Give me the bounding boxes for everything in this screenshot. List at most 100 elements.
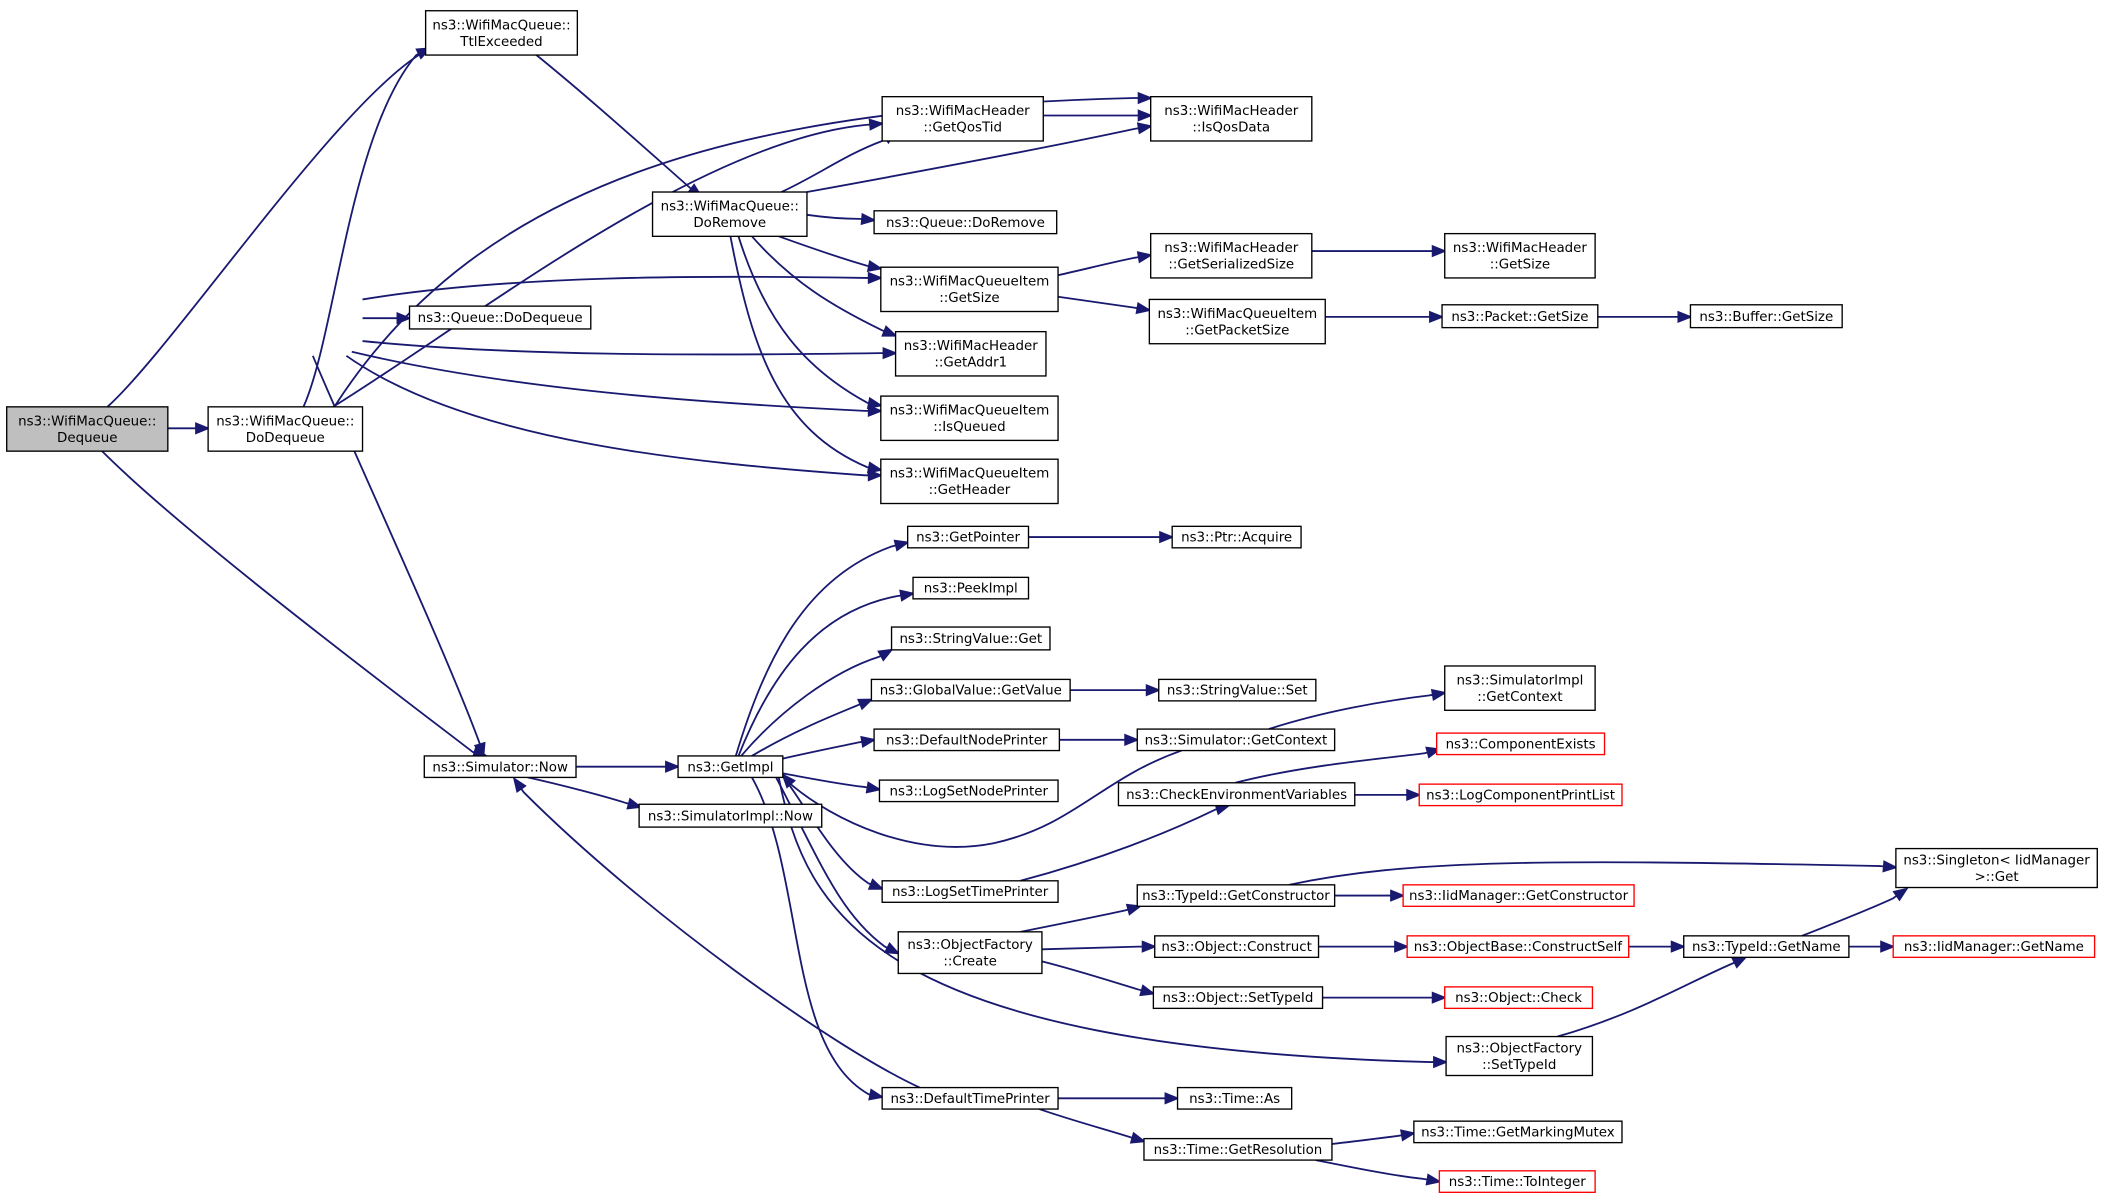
node-box[interactable] [870,678,1071,702]
graph-node-n17[interactable]: ns3::WifiMacQueueItem::GetHeader [880,458,1059,505]
graph-node-n13[interactable]: ns3::Buffer::GetSize [1689,304,1843,329]
graph-node-n24[interactable]: ns3::GlobalValue::GetValue [870,678,1071,702]
node-box[interactable] [207,406,364,452]
node-box[interactable] [1171,525,1302,549]
node-box[interactable] [1683,935,1850,959]
graph-node-n18[interactable]: ns3::GetImpl [677,755,784,779]
node-box[interactable] [1406,935,1630,959]
node-box[interactable] [881,1086,1059,1110]
graph-node-n26[interactable]: ns3::DefaultNodePrinter [873,728,1061,752]
node-box[interactable] [1176,1086,1293,1110]
node-box[interactable] [878,779,1059,803]
node-box[interactable] [912,576,1030,600]
graph-node-n36[interactable]: ns3::Singleton< IidManager >::Get [1895,847,2098,889]
node-box[interactable] [873,210,1058,235]
node-box[interactable] [890,626,1051,651]
graph-node-n11[interactable]: ns3::WifiMacQueueItem::GetPacketSize [1148,298,1326,345]
node-box[interactable] [424,10,579,56]
graph-node-n12[interactable]: ns3::Packet::GetSize [1441,304,1599,329]
graph-node-n19[interactable]: ns3::SimulatorImpl::Now [638,803,823,828]
node-box[interactable] [1402,884,1635,907]
node-box[interactable] [1148,298,1326,345]
graph-node-n2[interactable]: ns3::WifiMacQueue::TtlExceeded [424,10,579,56]
graph-node-n38[interactable]: ns3::Object::Construct [1154,935,1320,959]
node-box[interactable] [1445,1035,1594,1077]
graph-node-n14[interactable]: ns3::Queue::DoDequeue [408,305,592,330]
node-box[interactable] [880,395,1059,442]
graph-node-n47[interactable]: ns3::Time::GetResolution [1143,1137,1333,1161]
graph-node-n33[interactable]: ns3::LogSetTimePrinter [881,880,1059,903]
graph-node-n25[interactable]: ns3::StringValue::Set [1158,678,1317,702]
node-box[interactable] [638,803,823,828]
graph-node-n31[interactable]: ns3::ComponentExists [1436,732,1606,756]
node-box[interactable] [1418,783,1623,807]
graph-node-n10[interactable]: ns3::WifiMacHeader::GetSize [1444,232,1596,279]
graph-node-n1[interactable]: ns3::WifiMacQueue::DoDequeue [207,406,364,452]
graph-node-n45[interactable]: ns3::DefaultTimePrinter [881,1086,1059,1110]
node-box[interactable] [1438,1170,1596,1193]
node-box[interactable] [1150,95,1313,142]
graph-node-n23[interactable]: ns3::StringValue::Get [890,626,1051,651]
node-box[interactable] [1154,935,1320,959]
node-box[interactable] [897,931,1043,975]
graph-node-n29[interactable]: ns3::LogSetNodePrinter [878,779,1059,803]
graph-node-n3[interactable]: ns3::Simulator::Now [423,755,577,779]
node-box[interactable] [408,305,592,330]
node-box[interactable] [1136,728,1336,752]
graph-node-n20[interactable]: ns3::GetPointer [906,525,1030,549]
node-box[interactable] [1895,847,2098,889]
graph-node-n27[interactable]: ns3::Simulator::GetContext [1136,728,1336,752]
graph-node-n9[interactable]: ns3::WifiMacHeader::GetSerializedSize [1150,232,1313,279]
node-box[interactable] [1436,732,1606,756]
graph-node-n41[interactable]: ns3::IidManager::GetName [1892,935,2096,959]
graph-node-n0[interactable]: ns3::WifiMacQueue::Dequeue [6,406,169,452]
graph-node-n44[interactable]: ns3::ObjectFactory::SetTypeId [1445,1035,1594,1077]
graph-node-n5[interactable]: ns3::WifiMacHeader::GetQosTid [881,95,1044,142]
node-box[interactable] [6,406,169,452]
node-box[interactable] [1689,304,1843,329]
node-box[interactable] [1152,986,1324,1010]
node-box[interactable] [1158,678,1317,702]
node-box[interactable] [1413,1120,1623,1144]
node-box[interactable] [651,191,808,237]
graph-node-n21[interactable]: ns3::Ptr::Acquire [1171,525,1302,549]
graph-node-n16[interactable]: ns3::WifiMacQueueItem::IsQueued [880,395,1059,442]
graph-node-n46[interactable]: ns3::Time::As [1176,1086,1293,1110]
node-box[interactable] [880,458,1059,505]
node-box[interactable] [1444,665,1596,711]
node-box[interactable] [1150,232,1313,279]
graph-node-n8[interactable]: ns3::WifiMacQueueItem::GetSize [880,266,1059,313]
graph-node-n6[interactable]: ns3::WifiMacHeader::IsQosData [1150,95,1313,142]
node-box[interactable] [1441,304,1599,329]
graph-node-n34[interactable]: ns3::TypeId::GetConstructor [1136,884,1336,907]
graph-node-n28[interactable]: ns3::SimulatorImpl::GetContext [1444,665,1596,711]
graph-node-n7[interactable]: ns3::Queue::DoRemove [873,210,1058,235]
node-box[interactable] [881,95,1044,142]
node-box[interactable] [1892,935,2096,959]
graph-node-n42[interactable]: ns3::Object::SetTypeId [1152,986,1324,1010]
graph-node-n40[interactable]: ns3::TypeId::GetName [1683,935,1850,959]
node-box[interactable] [677,755,784,779]
graph-node-n37[interactable]: ns3::ObjectFactory::Create [897,931,1043,975]
node-box[interactable] [1143,1137,1333,1161]
node-box[interactable] [906,525,1030,549]
node-box[interactable] [423,755,577,779]
graph-node-n32[interactable]: ns3::LogComponentPrintList [1418,783,1623,807]
node-box[interactable] [1136,884,1336,907]
node-box[interactable] [880,266,1059,313]
graph-node-n15[interactable]: ns3::WifiMacHeader::GetAddr1 [894,330,1047,377]
node-box[interactable] [1117,782,1356,807]
graph-node-n39[interactable]: ns3::ObjectBase::ConstructSelf [1406,935,1630,959]
graph-node-n48[interactable]: ns3::Time::GetMarkingMutex [1413,1120,1623,1144]
graph-node-n49[interactable]: ns3::Time::ToInteger [1438,1170,1596,1193]
graph-node-n35[interactable]: ns3::IidManager::GetConstructor [1402,884,1635,907]
graph-node-n43[interactable]: ns3::Object::Check [1444,986,1594,1010]
node-box[interactable] [873,728,1061,752]
node-box[interactable] [1444,986,1594,1010]
graph-node-n30[interactable]: ns3::CheckEnvironmentVariables [1117,782,1356,807]
node-box[interactable] [881,880,1059,903]
node-box[interactable] [1444,232,1596,279]
node-box[interactable] [894,330,1047,377]
graph-node-n22[interactable]: ns3::PeekImpl [912,576,1030,600]
graph-node-n4[interactable]: ns3::WifiMacQueue::DoRemove [651,191,808,237]
